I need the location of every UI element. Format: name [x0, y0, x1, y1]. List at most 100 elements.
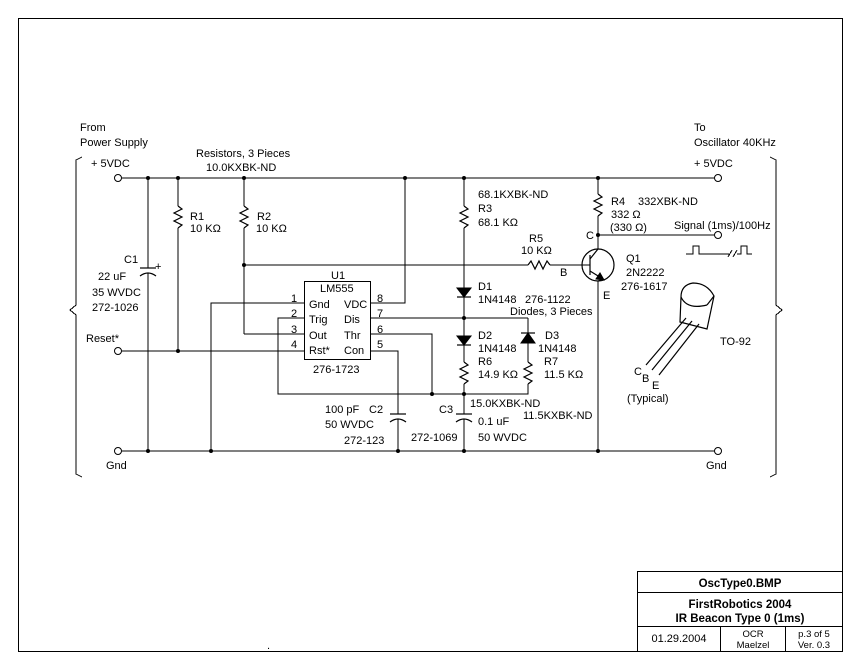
u1-pin1-name: Gnd	[309, 299, 330, 311]
d1-ref: D1	[478, 281, 492, 293]
u1-pin8-num: 8	[377, 293, 383, 305]
u1-pin1-num: 1	[291, 293, 297, 305]
r6-value: 14.9 KΩ	[478, 369, 518, 381]
right-vdc-terminal	[714, 174, 722, 182]
c1-plus: +	[155, 261, 161, 273]
u1-pin4-name: Rst*	[309, 345, 331, 357]
vdc-rail	[114, 174, 722, 182]
resistor-r3	[458, 178, 470, 288]
signal-label: Signal (1ms)/100Hz	[674, 220, 771, 232]
resistor-r6	[458, 361, 470, 414]
left-brace	[69, 156, 83, 478]
c1-part: 272-1026	[92, 302, 139, 314]
capacitor-c1	[139, 178, 157, 451]
u1-ref: U1	[331, 270, 345, 282]
right-vdc-label: + 5VDC	[694, 158, 733, 170]
thr-wire	[370, 333, 433, 394]
title-ocr: OCR	[742, 629, 763, 640]
resistor-note-line1: Resistors, 3 Pieces	[196, 148, 291, 160]
r5-value: 10 KΩ	[521, 245, 552, 257]
u1-pin7-name: Dis	[344, 314, 360, 326]
reset-line	[114, 347, 304, 355]
capacitor-c3	[455, 413, 473, 451]
r7-part: 11.5KXBK-ND	[523, 410, 593, 422]
signal-terminal	[714, 231, 722, 239]
title-project: FirstRobotics 2004	[689, 599, 792, 611]
d1-type: 1N4148	[478, 294, 517, 306]
c2-ref: C2	[369, 404, 383, 416]
c1-voltage: 35 WVDC	[92, 287, 141, 299]
r4-ref: R4	[611, 196, 625, 208]
r4-value-nominal: (330 Ω)	[610, 222, 647, 234]
u1-part: 276-1723	[313, 364, 360, 376]
c1-value: 22 uF	[98, 271, 126, 283]
u1-pin6-num: 6	[377, 324, 383, 336]
diode-d1	[455, 287, 473, 336]
resistor-r5	[527, 259, 583, 271]
right-gnd-terminal	[714, 447, 722, 455]
u1-pin8-name: VDC	[344, 299, 367, 311]
right-brace	[769, 156, 783, 478]
d3-ref: D3	[545, 330, 559, 342]
to92-b-label: B	[642, 373, 649, 385]
oscillator-label: Oscillator 40KHz	[694, 137, 776, 149]
c3-ref: C3	[439, 404, 453, 416]
reset-terminal	[114, 347, 122, 355]
pin8-vdc-wire	[370, 178, 406, 304]
to92-c-label: C	[634, 366, 642, 378]
c2-value: 100 pF	[325, 404, 360, 416]
to92-package-icon	[645, 282, 715, 376]
r3-ref: R3	[478, 203, 492, 215]
u1-pin3-name: Out	[309, 330, 327, 342]
left-vdc-label: + 5VDC	[91, 158, 130, 170]
capacitor-c2	[389, 413, 407, 451]
r2-value: 10 KΩ	[256, 223, 287, 235]
q1-emitter-label: E	[603, 290, 610, 302]
c2-voltage: 50 WVDC	[325, 419, 374, 431]
left-vdc-terminal	[114, 174, 122, 182]
resistor-r4	[592, 178, 604, 247]
c3-part: 272-1069	[411, 432, 458, 444]
c2-part: 272-123	[344, 435, 384, 447]
diode-d3	[520, 318, 536, 362]
reset-label: Reset*	[86, 333, 120, 345]
ic-u1-lm555	[304, 281, 371, 360]
r3-value: 68.1 KΩ	[478, 217, 518, 229]
u1-type: LM555	[320, 283, 354, 295]
d2-ref: D2	[478, 330, 492, 342]
title-filename: OscType0.BMP	[699, 578, 782, 590]
trig-wire	[277, 317, 464, 395]
c3-value: 0.1 uF	[478, 416, 509, 428]
q1-part: 276-1617	[621, 281, 668, 293]
u1-pin3-num: 3	[291, 324, 297, 336]
to-label: To	[694, 122, 706, 134]
c3-voltage: 50 WVDC	[478, 432, 527, 444]
transistor-q1	[581, 247, 615, 451]
d1-part: 276-1122	[525, 294, 571, 306]
sheet-border	[18, 18, 843, 652]
u1-pin5-name: Con	[344, 345, 364, 357]
con-wire	[370, 350, 399, 414]
r1-value: 10 KΩ	[190, 223, 221, 235]
r1-ref: R1	[190, 211, 204, 223]
title-version: Ver. 0.3	[798, 640, 830, 651]
resistor-r2	[238, 178, 250, 334]
u1-pin4-num: 4	[291, 339, 297, 351]
u1-pin5-num: 5	[377, 339, 383, 351]
title-subtitle: IR Beacon Type 0 (1ms)	[676, 613, 805, 625]
title-author: Maelzel	[737, 640, 770, 651]
footer-dot: .	[267, 640, 270, 652]
d3-type: 1N4148	[538, 343, 577, 355]
pin1-gnd-wire	[210, 302, 304, 451]
u1-pin2-name: Trig	[309, 314, 328, 326]
to92-e-label: E	[652, 380, 659, 392]
r7-value: 11.5 KΩ	[544, 369, 583, 381]
title-page: p.3 of 5	[798, 629, 830, 640]
u1-pin2-num: 2	[291, 308, 297, 320]
r4-value: 332 Ω	[611, 209, 641, 221]
diodes-note: Diodes, 3 Pieces	[510, 306, 593, 318]
title-date: 01.29.2004	[651, 633, 706, 645]
r6-ref: R6	[478, 356, 492, 368]
waveform-icon	[686, 245, 752, 258]
